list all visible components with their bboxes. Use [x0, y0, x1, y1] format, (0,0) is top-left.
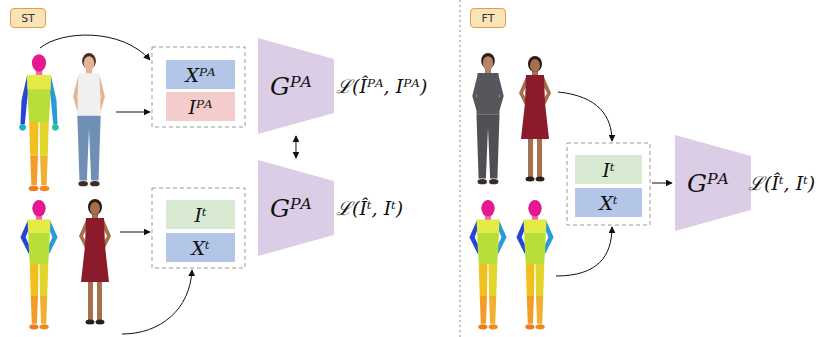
- input-box: Iᵗ: [575, 155, 642, 184]
- input-group: [152, 188, 245, 268]
- input-arrow: [556, 227, 612, 276]
- input-label: Xᵗ: [191, 237, 209, 259]
- trapezoid-shape: [258, 160, 334, 256]
- segmentation-figure: [19, 54, 58, 191]
- generator-trapezoid: Gᴾᴬ: [258, 160, 334, 256]
- stage-label: FT: [482, 12, 495, 25]
- person-photo: [79, 199, 111, 325]
- person-photo: [73, 53, 105, 186]
- input-label: Iᵗ: [194, 204, 206, 226]
- generator-trapezoid: Gᴾᴬ: [258, 38, 334, 134]
- input-group: [567, 143, 650, 225]
- input-arrow: [652, 183, 672, 184]
- input-arrow: [120, 232, 150, 233]
- input-box: Iᵗ: [166, 200, 235, 229]
- stage-badge: FT: [470, 8, 506, 28]
- figures-left: [19, 53, 111, 329]
- panel-separator: [460, 0, 461, 337]
- stage-badge: ST: [10, 8, 46, 28]
- trapezoid-shape: [675, 135, 751, 231]
- input-label: Xᴾᴬ: [185, 64, 215, 86]
- input-arrow: [122, 270, 192, 334]
- input-box: Iᴾᴬ: [166, 92, 235, 121]
- segmentation-figure: [516, 200, 553, 329]
- input-box: Xᴾᴬ: [166, 60, 235, 89]
- input-label: Xᵗ: [599, 192, 617, 214]
- input-arrow: [40, 35, 150, 60]
- loss-label: ℒ(Îᵗ, Iᵗ): [336, 195, 403, 221]
- person-photo: [519, 56, 551, 182]
- figures-right: [469, 53, 553, 329]
- stage-label: ST: [21, 12, 35, 25]
- input-group: [152, 47, 245, 127]
- input-arrows: [40, 35, 672, 334]
- segmentation-figure: [469, 200, 506, 329]
- input-groups: [152, 47, 650, 268]
- generator-label: Gᴾᴬ: [270, 72, 312, 101]
- loss-label: ℒ(Îᴾᴬ, Iᴾᴬ): [336, 73, 427, 99]
- segmentation-figure: [20, 200, 57, 329]
- generator-trapezoid: Gᴾᴬ: [675, 135, 751, 231]
- person-photo: [472, 53, 503, 184]
- input-label: Iᵗ: [602, 159, 614, 181]
- connector-arrow: [295, 136, 296, 158]
- input-label: Iᴾᴬ: [188, 96, 212, 118]
- input-arrow: [116, 112, 150, 113]
- trapezoid-shape: [258, 38, 334, 134]
- loss-label: ℒ(Îᵗ, Iᵗ): [748, 170, 815, 196]
- generator-label: Gᴾᴬ: [270, 194, 312, 223]
- input-arrow: [558, 92, 612, 141]
- generator-label: Gᴾᴬ: [687, 169, 729, 198]
- input-box: Xᵗ: [166, 233, 235, 262]
- input-box: Xᵗ: [575, 188, 642, 217]
